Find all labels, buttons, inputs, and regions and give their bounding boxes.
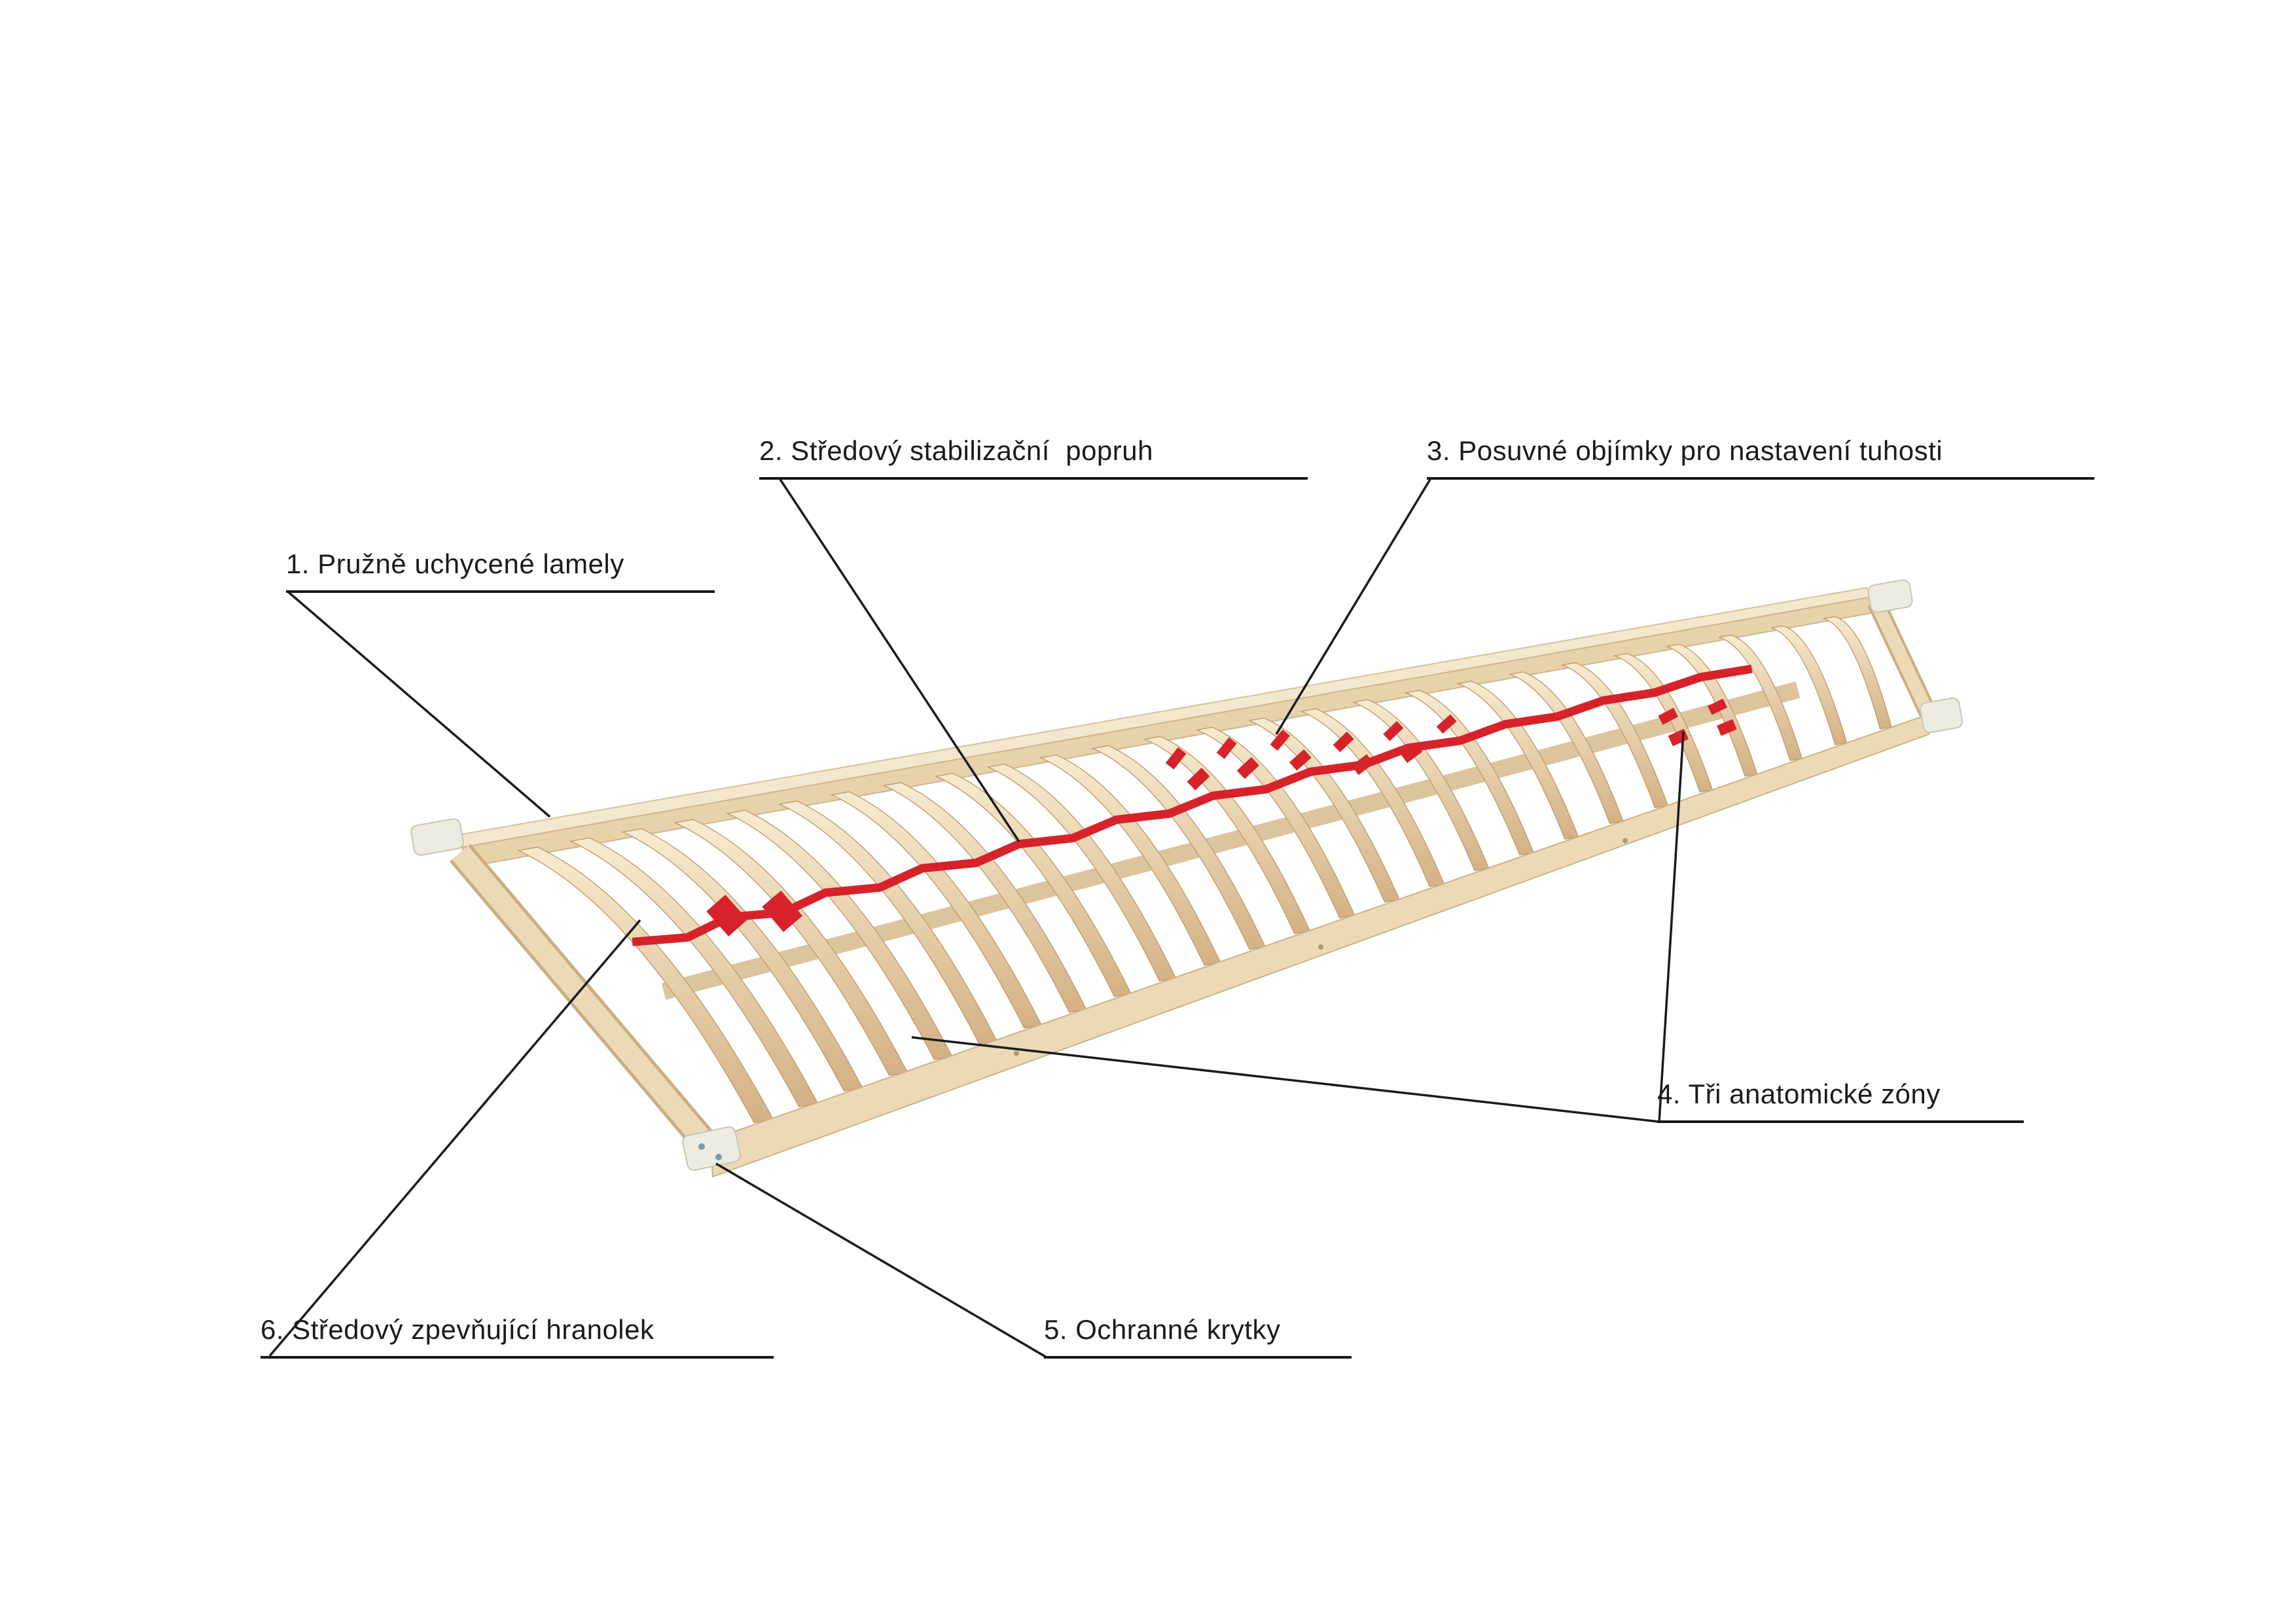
leader-line-2 bbox=[778, 478, 1020, 842]
leader-line-4a bbox=[1658, 731, 1685, 1122]
label-center-strap: 2. Středový stabilizační popruh bbox=[759, 435, 1308, 480]
leader-line-5 bbox=[715, 1162, 1047, 1359]
leader-line-4b bbox=[911, 1036, 1660, 1123]
label-protective-caps: 5. Ochranné krytky bbox=[1044, 1314, 1352, 1359]
label-sprung-slats: 1. Pružně uchycené lamely bbox=[286, 548, 715, 593]
leader-line-1 bbox=[287, 591, 551, 818]
leader-line-3 bbox=[1275, 478, 1432, 735]
leader-line-6 bbox=[268, 919, 641, 1357]
label-reinforcing-batten: 6. Středový zpevňující hranolek bbox=[260, 1314, 774, 1359]
label-anatomic-zones: 4. Tři anatomické zóny bbox=[1657, 1079, 2024, 1123]
label-firmness-sliders: 3. Posuvné objímky pro nastavení tuhosti bbox=[1427, 435, 2094, 480]
